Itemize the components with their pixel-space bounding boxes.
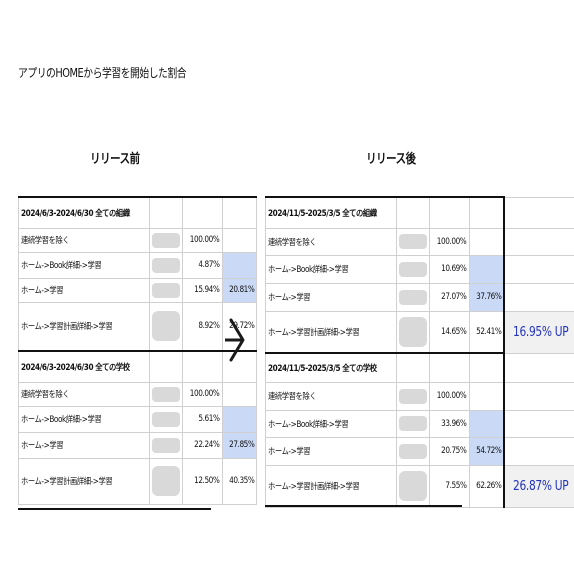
redacted-count (396, 436, 431, 466)
chevron-right-icon (225, 318, 245, 362)
page-title: アプリのHOMEから学習を開始した割合 (18, 66, 187, 80)
table-row: ホーム->学習計画詳細->学習 8.92% 29.72% (17, 301, 258, 352)
table-row: ホーム->Book詳細->学習 5.61% (17, 405, 258, 433)
table-row: ホーム->Book詳細->学習 4.87% (17, 251, 258, 279)
table-row: 2024/11/5-2025/3/5 全ての組織 (264, 196, 574, 229)
period-label: 2024/11/5-2025/3/5 全ての学校 (264, 352, 398, 383)
redacted-count (149, 431, 184, 459)
table-bottom-rule (265, 505, 462, 507)
table-row: 2024/11/5-2025/3/5 全ての学校 (264, 352, 574, 383)
period-label: 2024/6/3-2024/6/30 全ての組織 (17, 196, 151, 229)
redacted-count (396, 381, 431, 411)
before-table: 2024/6/3-2024/6/30 全ての組織 連続学習を除く 100.00%… (17, 196, 258, 505)
period-label: 2024/6/3-2024/6/30 全ての学校 (17, 350, 151, 383)
table-row: 連続学習を除く 100.00% (17, 381, 258, 407)
increase-badge: 16.95% UP (503, 310, 574, 354)
redacted-count (396, 464, 431, 508)
table-row: ホーム->学習計画詳細->学習 7.55% 62.26% 26.87% UP (264, 464, 574, 508)
redacted-count (149, 457, 184, 505)
redacted-count (149, 277, 184, 303)
redacted-count (396, 254, 431, 284)
table-row: 2024/6/3-2024/6/30 全ての学校 (17, 350, 258, 383)
redacted-count (149, 251, 184, 279)
redacted-count (396, 409, 431, 438)
table-row: ホーム->学習計画詳細->学習 12.50% 40.35% (17, 457, 258, 505)
redacted-count (149, 227, 184, 253)
redacted-count (149, 405, 184, 433)
table-row: ホーム->Book詳細->学習 33.96% (264, 409, 574, 438)
table-row: ホーム->学習 27.07% 37.76% (264, 282, 574, 312)
table-row: ホーム->学習 22.24% 27.85% (17, 431, 258, 459)
increase-badge: 26.87% UP (503, 464, 574, 508)
table-row: ホーム->Book詳細->学習 10.69% (264, 254, 574, 284)
table-row: ホーム->学習計画詳細->学習 14.65% 52.41% 16.95% UP (264, 310, 574, 354)
redacted-count (149, 381, 184, 407)
after-table: 2024/11/5-2025/3/5 全ての組織 連続学習を除く 100.00%… (264, 196, 574, 508)
redacted-count (396, 227, 431, 256)
redacted-count (396, 310, 431, 354)
table-bottom-rule (18, 508, 211, 510)
after-heading: リリース後 (366, 152, 416, 167)
table-row: ホーム->学習 15.94% 20.81% (17, 277, 258, 303)
period-label: 2024/11/5-2025/3/5 全ての組織 (264, 196, 398, 229)
table-row: 連続学習を除く 100.00% (264, 227, 574, 256)
table-row: 連続学習を除く 100.00% (264, 381, 574, 411)
redacted-count (149, 301, 184, 352)
redacted-count (396, 282, 431, 312)
before-heading: リリース前 (90, 152, 140, 167)
table-row: ホーム->学習 20.75% 54.72% (264, 436, 574, 466)
table-row: 2024/6/3-2024/6/30 全ての組織 (17, 196, 258, 229)
table-row: 連続学習を除く 100.00% (17, 227, 258, 253)
